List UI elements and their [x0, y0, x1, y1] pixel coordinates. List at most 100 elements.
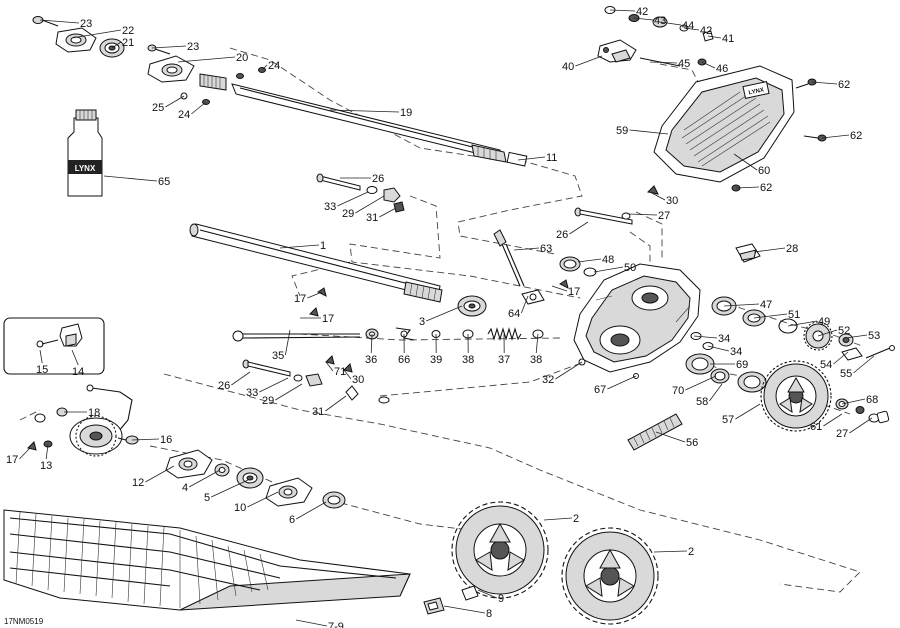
leader-14 — [71, 349, 79, 366]
bracket-28 — [735, 243, 761, 263]
leader-57 — [735, 403, 761, 420]
callout-40: 40 — [562, 61, 574, 73]
nut-53 — [838, 333, 854, 347]
leader-16 — [131, 438, 160, 441]
callout-23a: 23 — [80, 18, 92, 30]
drive-shaft-19 — [231, 83, 528, 167]
callout-35: 35 — [272, 350, 284, 362]
callout-26c: 26 — [218, 380, 230, 392]
callout-21: 21 — [122, 37, 134, 49]
nut-30-case — [646, 185, 659, 195]
callout-64: 64 — [508, 308, 520, 320]
bearing-5 — [236, 467, 264, 489]
leader-27b — [849, 417, 873, 434]
drive-sprocket-2-right — [561, 527, 659, 625]
leader-27a — [627, 213, 658, 216]
bearing-flange-16 — [69, 415, 123, 457]
leader-4 — [189, 469, 221, 488]
callout-55: 55 — [840, 368, 852, 380]
leader-6 — [296, 501, 327, 520]
chain-56 — [627, 413, 683, 451]
cover-brand-badge: LYNX — [748, 87, 764, 96]
leader-20 — [177, 56, 236, 63]
leader-67 — [607, 375, 637, 390]
callout-17c: 17 — [322, 313, 334, 325]
leader-65 — [103, 175, 158, 182]
leader-28 — [753, 247, 786, 253]
leader-44 — [659, 21, 682, 26]
callout-29b: 29 — [262, 395, 274, 407]
pin-55 — [865, 345, 895, 359]
oil-bottle-65: LYNX — [67, 109, 103, 197]
leader-19 — [329, 109, 400, 113]
leader-23a — [39, 19, 80, 24]
callout-42a: 42 — [636, 6, 648, 18]
callout-10: 10 — [234, 502, 246, 514]
leader-42a — [609, 9, 636, 12]
callout-62c: 62 — [760, 182, 772, 194]
leader-46 — [701, 61, 716, 69]
callout-57: 57 — [722, 414, 734, 426]
leader-54 — [833, 351, 849, 365]
nut-17-rod — [309, 307, 319, 317]
callout-1: 1 — [320, 240, 326, 252]
callout-41: 41 — [722, 33, 734, 45]
callout-2a: 2 — [573, 513, 579, 525]
drive-axle-1 — [189, 223, 443, 303]
callout-50: 50 — [624, 262, 636, 274]
leader-48 — [577, 258, 602, 263]
callout-30a: 30 — [666, 195, 678, 207]
leader-47 — [723, 303, 760, 307]
leader-32 — [555, 361, 583, 380]
circlip-49 — [778, 318, 798, 334]
callout-45: 45 — [678, 58, 690, 70]
bolt-group-upper — [316, 173, 405, 213]
leader-45 — [649, 61, 678, 64]
spacer-54 — [841, 347, 863, 361]
leader-36 — [370, 333, 373, 354]
callout-8: 8 — [486, 608, 492, 620]
callout-36: 36 — [365, 354, 377, 366]
nut-61 — [855, 406, 865, 414]
leader-15 — [39, 349, 43, 364]
clip-66 — [395, 327, 415, 341]
callout-30b: 30 — [352, 374, 364, 386]
bolt-group-lower — [242, 355, 390, 404]
leader-30a — [649, 191, 666, 201]
leader-22 — [71, 29, 122, 39]
callout-7-9: 7-9 — [328, 621, 344, 628]
leader-51 — [753, 313, 788, 319]
callout-43: 43 — [654, 15, 666, 27]
leader-30b — [343, 369, 352, 380]
callout-27a: 27 — [658, 210, 670, 222]
tension-rod-35 — [232, 330, 361, 342]
callout-22: 22 — [122, 25, 134, 37]
callout-16: 16 — [160, 434, 172, 446]
bottle-brand-label: LYNX — [75, 164, 96, 173]
callout-59: 59 — [616, 125, 628, 137]
leader-42b — [683, 27, 700, 31]
callout-26b: 26 — [556, 229, 568, 241]
leader-9 — [477, 589, 498, 599]
callout-38a: 38 — [462, 354, 474, 366]
leader-53 — [845, 334, 868, 339]
leader-21 — [111, 41, 122, 49]
leader-71 — [325, 361, 334, 372]
spring-37 — [487, 327, 522, 341]
bearing-69 — [685, 353, 715, 375]
leader-29a — [355, 195, 385, 214]
callout-leader-lines — [19, 9, 875, 627]
callout-2b: 2 — [688, 546, 694, 558]
washers-34 — [690, 332, 714, 350]
gasket-64 — [521, 289, 545, 305]
leader-17d — [19, 447, 31, 460]
leader-43 — [633, 17, 654, 21]
callout-20: 20 — [236, 52, 248, 64]
callout-52: 52 — [838, 325, 850, 337]
callout-68: 68 — [866, 394, 878, 406]
chaincase-cover-59: LYNX — [653, 65, 795, 183]
callout-28: 28 — [786, 243, 798, 255]
bearing-housing-20 — [147, 55, 195, 83]
leader-26b — [569, 221, 589, 235]
